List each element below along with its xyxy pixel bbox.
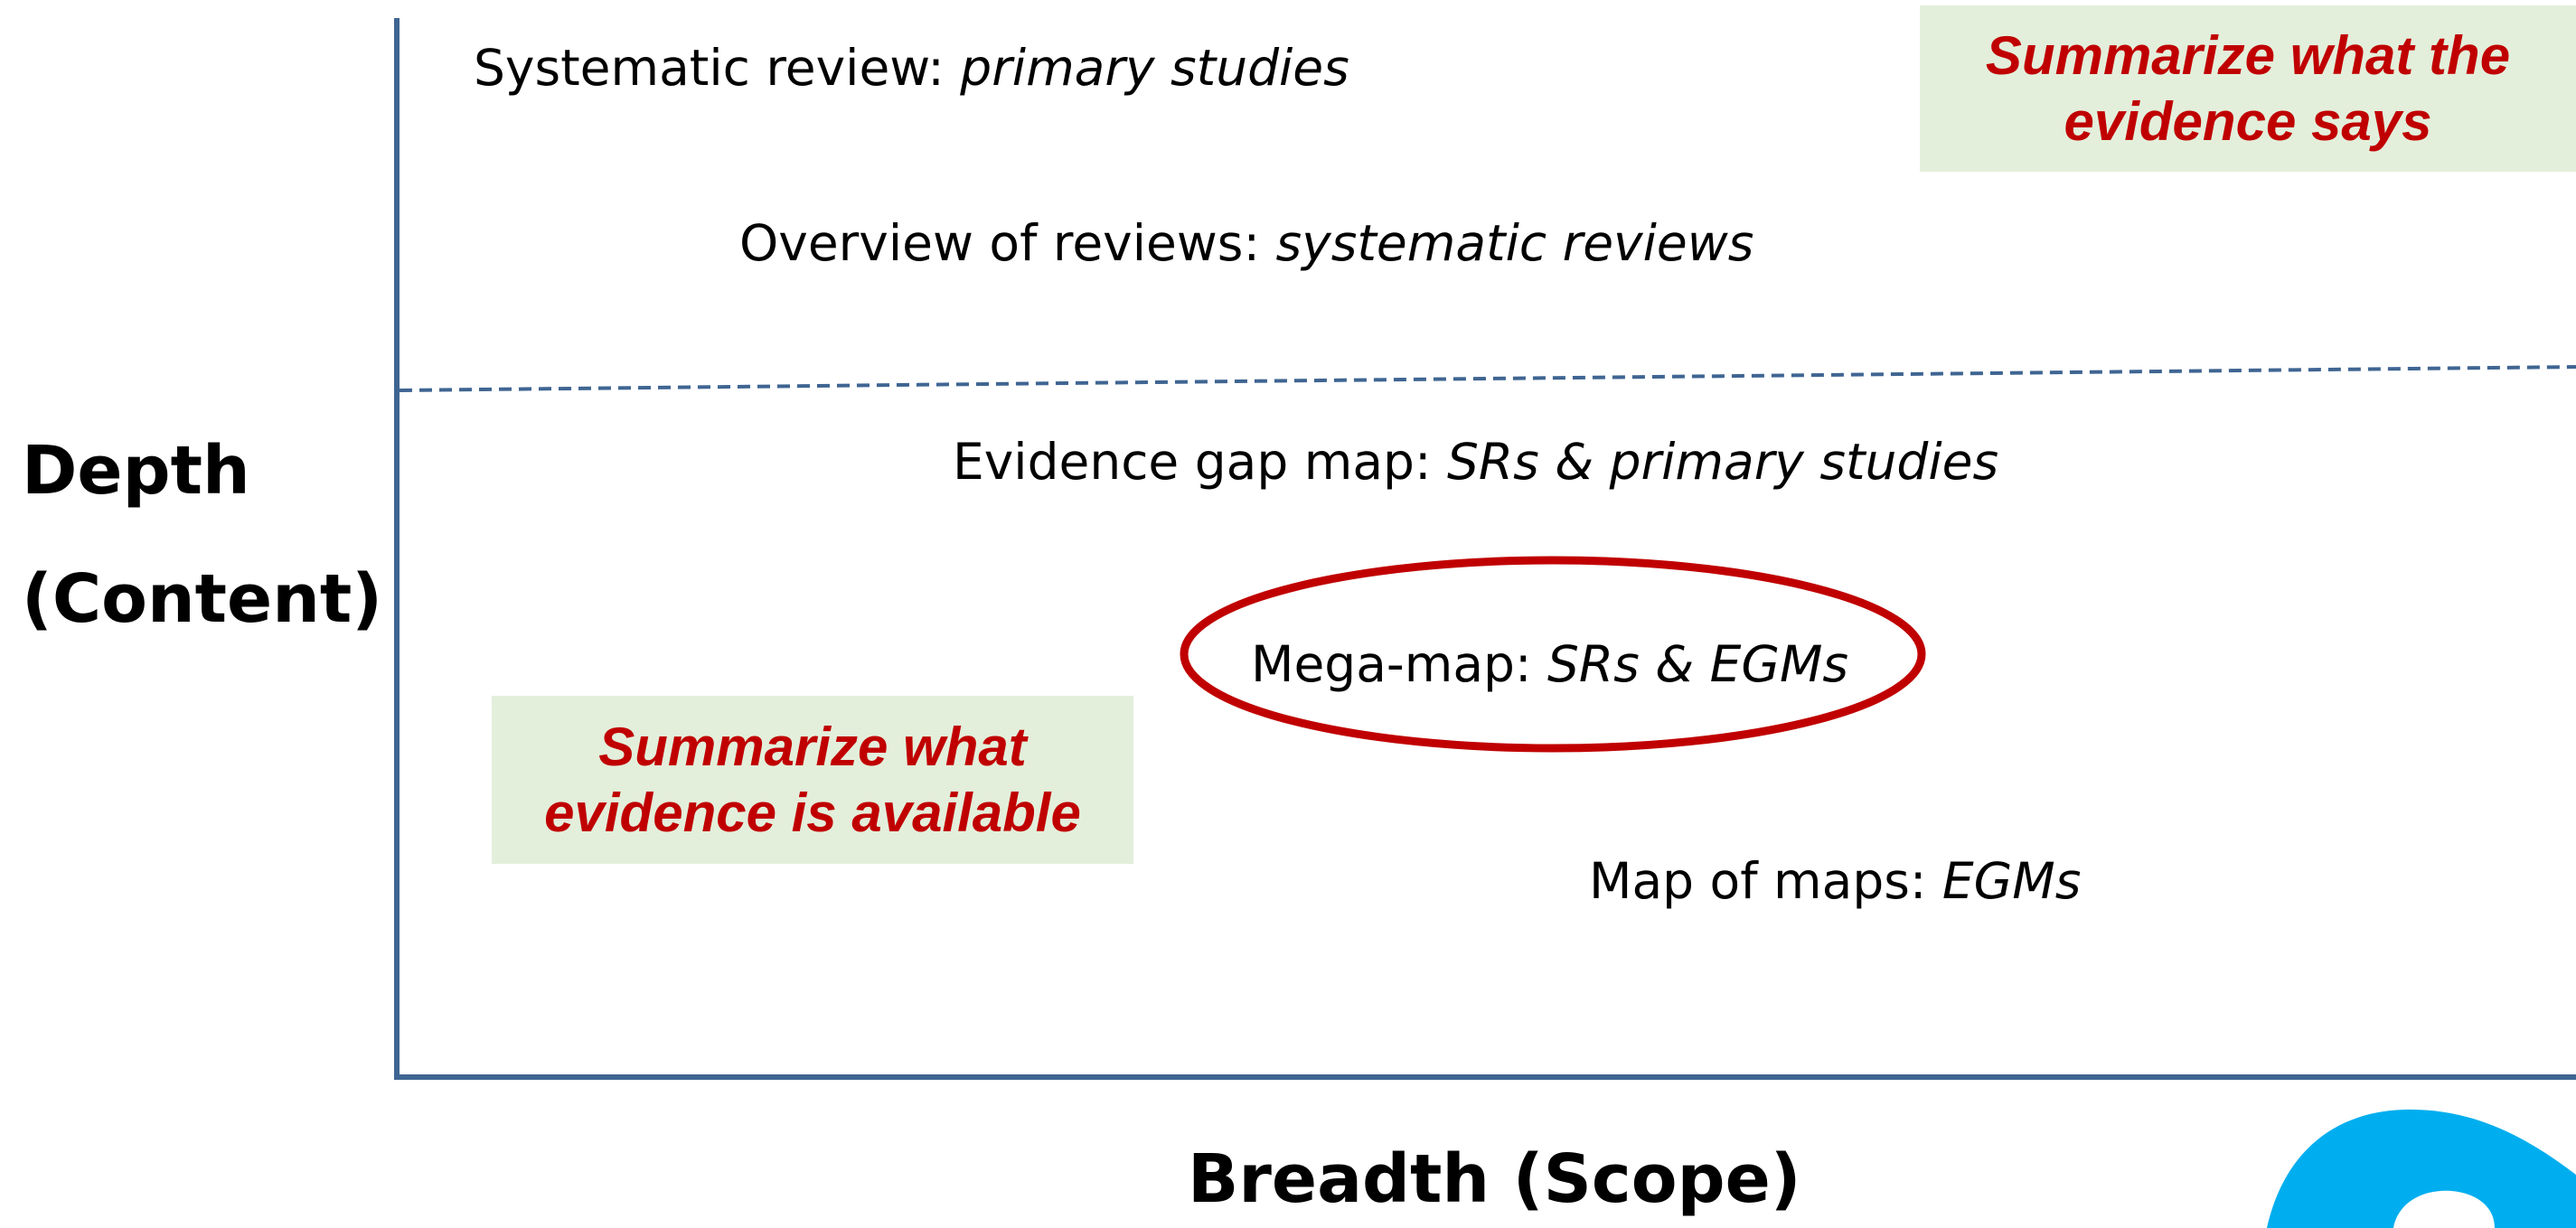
item-evidence-gap-map: Evidence gap map: SRs & primary studies [953, 433, 1999, 491]
item-overview-of-reviews: Overview of reviews: systematic reviews [739, 214, 1754, 272]
callout-evidence-available-line1: Summarize what [598, 716, 1027, 777]
y-axis-label-depth: Depth [22, 432, 250, 510]
callout-evidence-says-line1: Summarize what the [1985, 24, 2511, 86]
item-mega-map: Mega-map: SRs & EGMs [1251, 635, 1849, 693]
y-axis-label-content: (Content) [22, 560, 383, 638]
item-map-of-maps: Map of maps: EGMs [1589, 852, 2082, 910]
x-axis-label: Breadth (Scope) [1188, 1140, 1801, 1218]
item-systematic-review: Systematic review: primary studies [474, 39, 1349, 97]
y-axis-line [394, 18, 400, 1080]
callout-evidence-available-line2: evidence is available [544, 783, 1081, 843]
x-axis-line [394, 1074, 2576, 1080]
callout-evidence-says-line2: evidence says [2064, 91, 2432, 152]
